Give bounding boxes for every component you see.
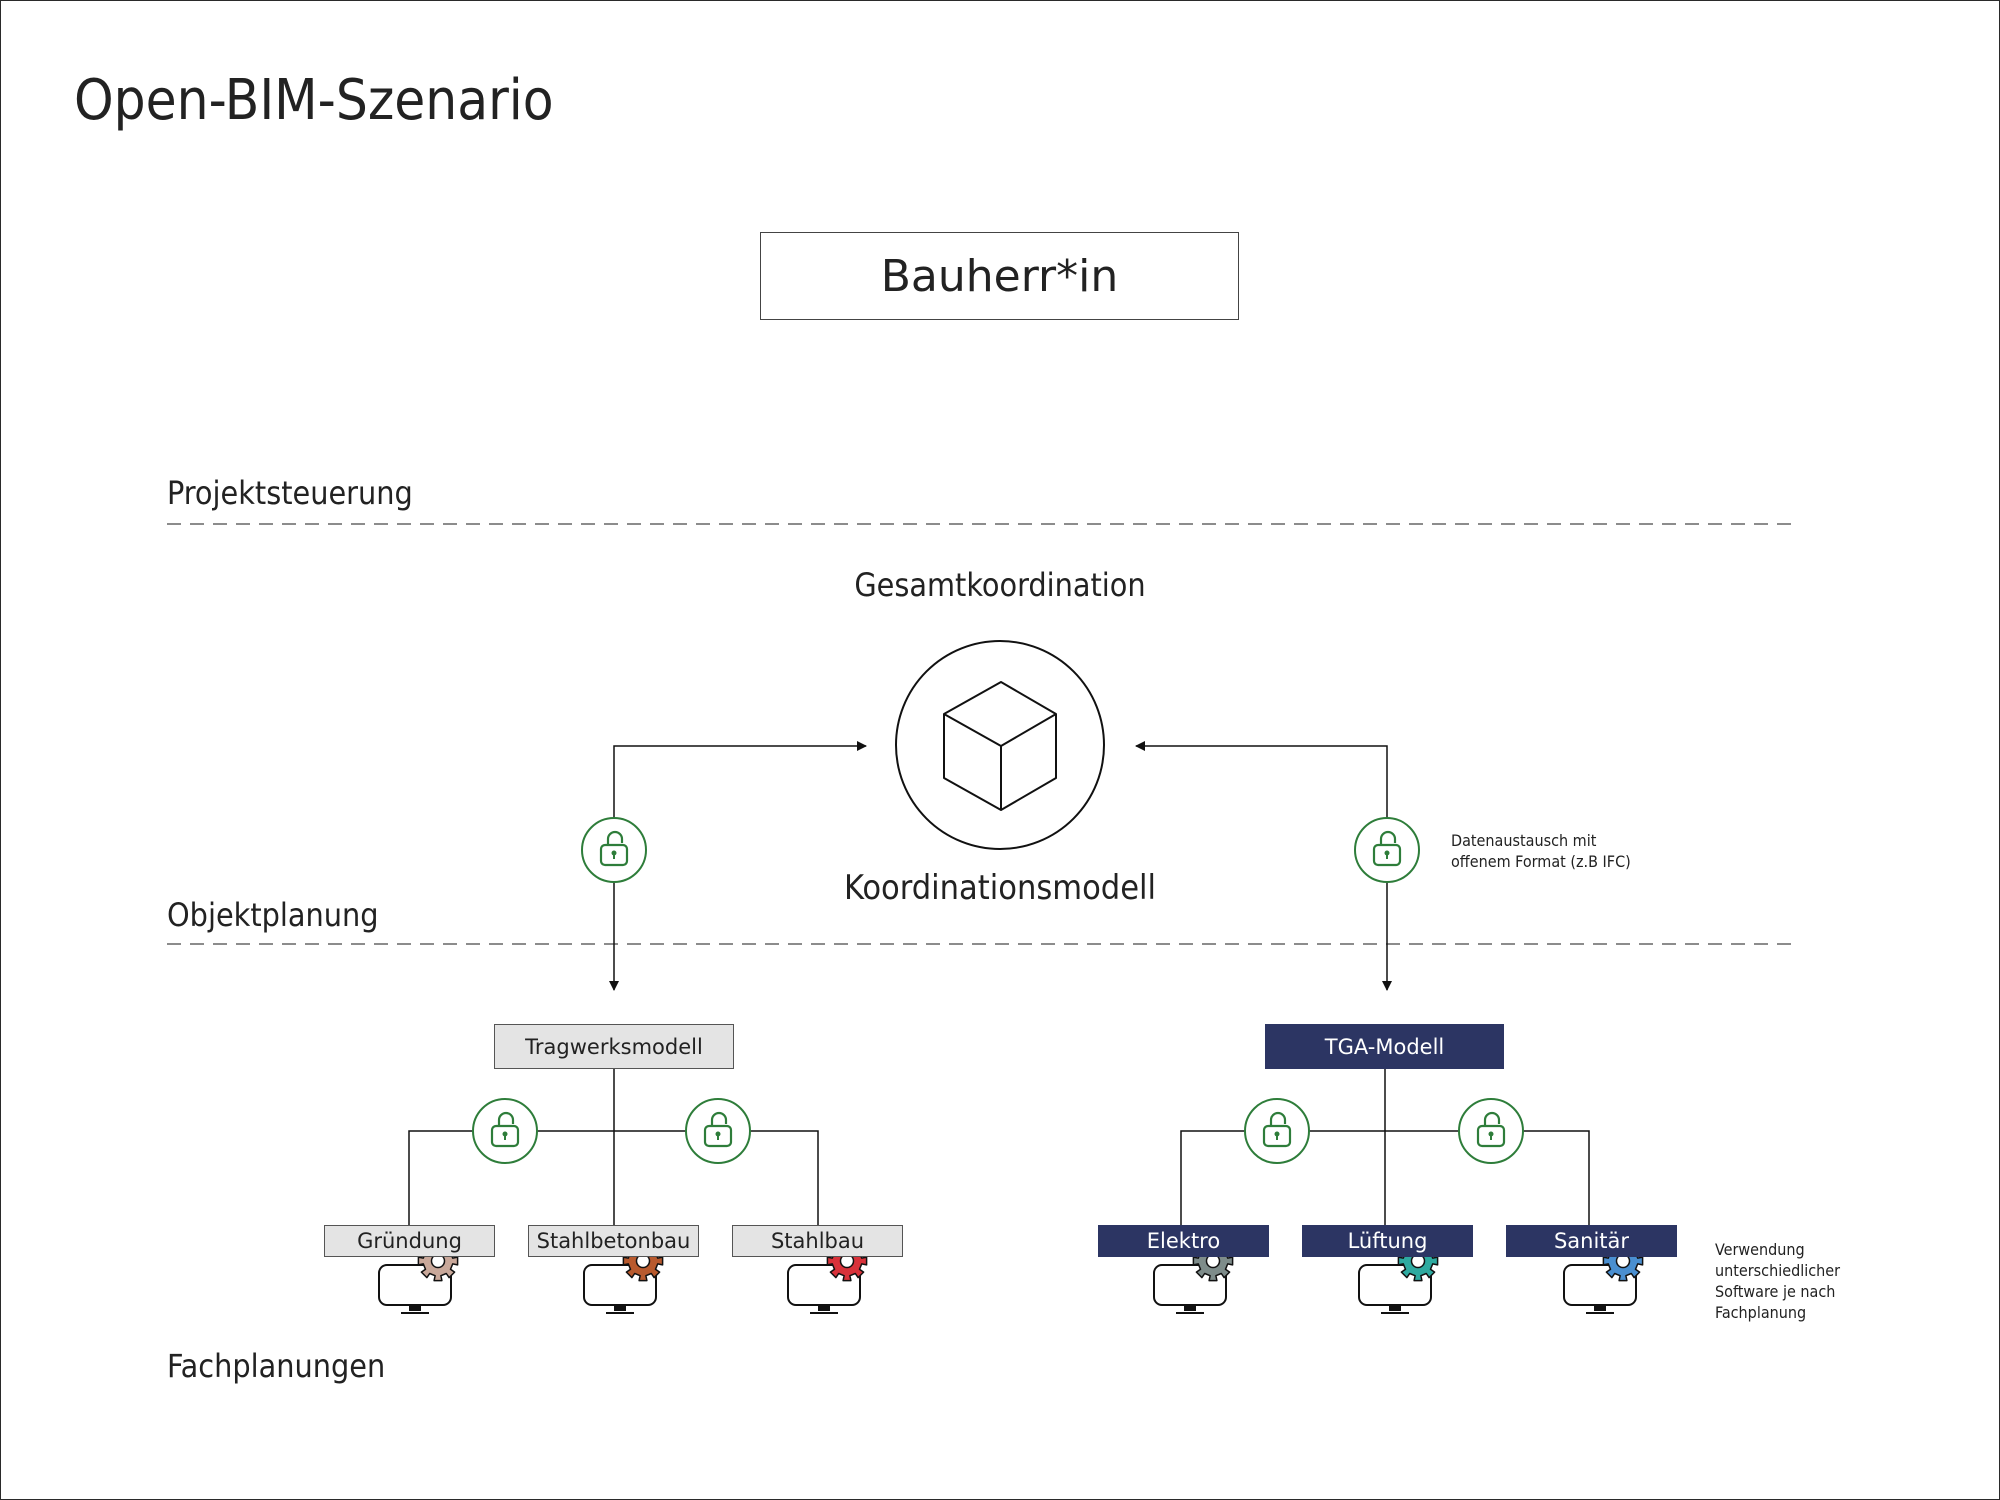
client-box: Bauherr*in	[760, 232, 1239, 320]
software-note: Verwendung unterschiedlicher Software je…	[1715, 1240, 1841, 1322]
mep-model-box: TGA-Modell	[1265, 1024, 1504, 1069]
lock-icon	[1458, 1098, 1524, 1164]
coordination-circle	[895, 640, 1105, 850]
lock-icon	[1354, 817, 1420, 883]
data-exchange-note: Datenaustausch mit offenem Format (z.B I…	[1451, 831, 1631, 871]
cube-icon	[943, 681, 1057, 811]
discipline-box-steel: Stahlbau	[732, 1225, 903, 1257]
coordination-model-label: Koordinationsmodell	[843, 868, 1157, 908]
discipline-box-ventilation: Lüftung	[1302, 1225, 1473, 1257]
mep-tree-lines	[1180, 1068, 1590, 1225]
level-label-specialist-planning: Fachplanungen	[167, 1347, 386, 1385]
lock-icon	[685, 1098, 751, 1164]
workstation-icon	[1358, 1240, 1439, 1314]
discipline-box-foundation: Gründung	[324, 1225, 495, 1257]
structural-model-box: Tragwerksmodell	[494, 1024, 734, 1069]
structural-tree-lines	[408, 1068, 819, 1225]
level-label-object-planning: Objektplanung	[167, 896, 379, 934]
left-exchange-to-center	[613, 741, 867, 820]
coordination-heading: Gesamtkoordination	[854, 566, 1146, 604]
lock-icon	[1244, 1098, 1310, 1164]
level-label-project-control: Projektsteuerung	[167, 474, 413, 512]
lock-icon	[472, 1098, 538, 1164]
discipline-box-electrical: Elektro	[1098, 1225, 1269, 1257]
discipline-box-plumbing: Sanitär	[1506, 1225, 1677, 1257]
right-exchange-to-center	[1135, 741, 1388, 820]
diagram-title: Open-BIM-Szenario	[74, 68, 554, 133]
lock-icon	[581, 817, 647, 883]
discipline-box-reinforced-concrete: Stahlbetonbau	[528, 1225, 699, 1257]
